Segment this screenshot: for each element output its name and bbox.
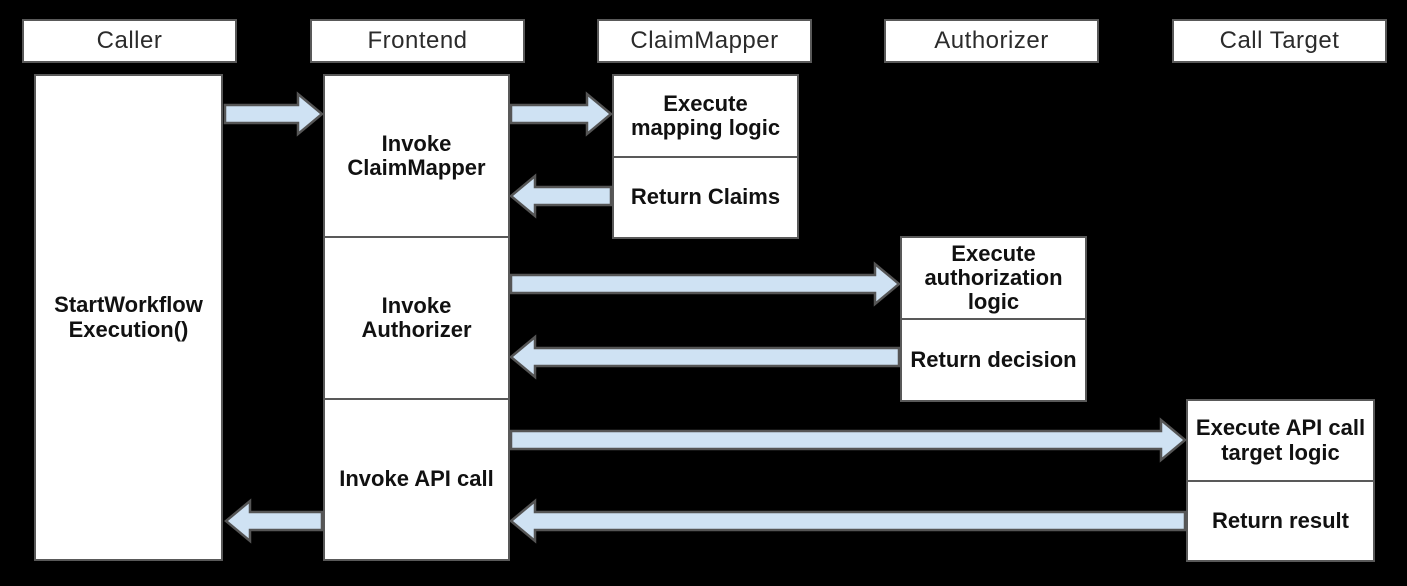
arrow-frontend-to-caller bbox=[224, 498, 324, 544]
arrow-authorizer-to-frontend bbox=[509, 334, 901, 380]
lane-header-caller: Caller bbox=[22, 19, 237, 63]
authorizer-return-box: Return decision bbox=[900, 318, 1087, 402]
frontend-invoke-claimmapper-box: Invoke ClaimMapper bbox=[323, 74, 510, 238]
arrow-calltarget-to-frontend bbox=[509, 498, 1187, 544]
arrow-frontend-to-authorizer bbox=[509, 261, 901, 307]
calltarget-execute-box: Execute API call target logic bbox=[1186, 399, 1375, 482]
arrow-frontend-to-calltarget bbox=[509, 417, 1187, 463]
lane-header-authorizer: Authorizer bbox=[884, 19, 1099, 63]
claimmapper-execute-box: Execute mapping logic bbox=[612, 74, 799, 158]
arrow-claimmapper-to-frontend bbox=[509, 173, 613, 219]
lane-header-calltarget: Call Target bbox=[1172, 19, 1387, 63]
lane-header-frontend: Frontend bbox=[310, 19, 525, 63]
authorizer-execute-box: Execute authorization logic bbox=[900, 236, 1087, 320]
frontend-invoke-authorizer-box: Invoke Authorizer bbox=[323, 236, 510, 400]
arrow-caller-to-frontend bbox=[223, 91, 324, 137]
arrow-frontend-to-claimmapper bbox=[509, 91, 613, 137]
calltarget-return-box: Return result bbox=[1186, 480, 1375, 562]
caller-activation-box: StartWorkflow Execution() bbox=[34, 74, 223, 561]
claimmapper-return-box: Return Claims bbox=[612, 156, 799, 239]
frontend-invoke-api-call-box: Invoke API call bbox=[323, 398, 510, 561]
lane-header-claimmapper: ClaimMapper bbox=[597, 19, 812, 63]
